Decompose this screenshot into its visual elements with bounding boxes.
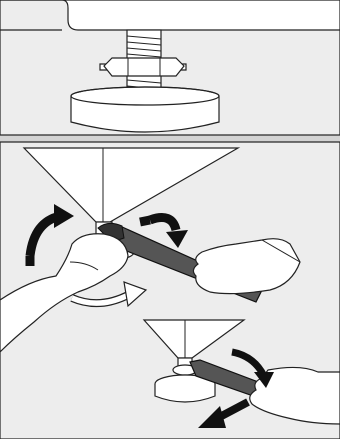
top-panel [0, 0, 340, 135]
bottom-panel [0, 142, 340, 439]
